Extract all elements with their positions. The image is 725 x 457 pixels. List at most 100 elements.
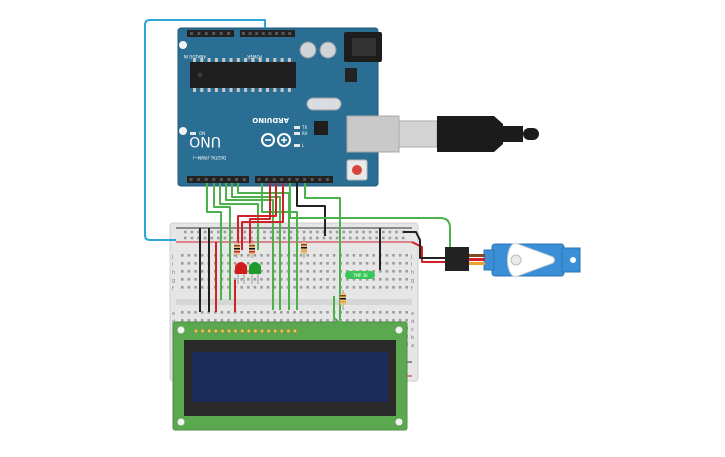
breadboard-hole [372, 270, 375, 273]
breadboard-hole [326, 254, 329, 257]
tx-led [294, 126, 300, 129]
breadboard-hole [392, 278, 395, 281]
rx-led [294, 132, 300, 135]
breadboard-hole [253, 311, 257, 314]
wire-red[interactable] [249, 183, 271, 250]
header-pin [265, 178, 269, 181]
breadboard-hole [227, 270, 230, 273]
l-label: L [302, 143, 305, 148]
chip-notch [197, 72, 203, 78]
wire-green[interactable] [213, 183, 231, 300]
wire-green[interactable] [333, 296, 345, 327]
temperature-sensor[interactable]: TMP 36 [345, 271, 375, 279]
breadboard-hole [280, 278, 283, 281]
resistor[interactable] [301, 238, 307, 258]
servo-lead-red [469, 258, 485, 261]
wire-green[interactable] [206, 183, 222, 300]
rail-hole [335, 230, 339, 234]
top-header-pins [190, 32, 292, 35]
resistor[interactable] [249, 240, 255, 258]
rail-hole [289, 236, 293, 240]
rail-hole [375, 230, 378, 234]
wire-green[interactable] [261, 183, 298, 310]
chip-pin [258, 88, 262, 92]
breadboard-hole [273, 254, 276, 257]
breadboard-hole [233, 311, 237, 314]
rail-hole [250, 230, 253, 234]
rail-hole [263, 236, 266, 240]
breadboard-hole [187, 254, 191, 257]
wire-black[interactable] [403, 231, 445, 259]
wire-blue[interactable] [144, 19, 266, 241]
breadboard-hole [181, 278, 184, 281]
wire-green[interactable] [289, 183, 451, 247]
arduino-mount-hole [179, 41, 187, 49]
breadboard-hole [266, 311, 270, 314]
header-pin [219, 32, 223, 35]
breadboard-hole [194, 286, 197, 289]
header-pin [189, 178, 193, 181]
rail-hole [190, 230, 194, 234]
rail-hole [302, 230, 306, 234]
reset-button[interactable] [352, 165, 362, 175]
servo-horn[interactable] [507, 242, 555, 278]
resistor[interactable] [340, 290, 346, 310]
breadboard-hole [306, 319, 309, 322]
rail-hole [276, 236, 279, 240]
breadboard-hole [326, 286, 329, 289]
digital-header-high [255, 176, 333, 183]
breadboard-hole [313, 319, 316, 322]
red-led[interactable] [235, 262, 247, 284]
resistor[interactable] [234, 240, 240, 258]
wire-green[interactable] [304, 183, 341, 320]
crystal [306, 97, 342, 111]
chip-pin [229, 58, 233, 62]
usb-cable[interactable] [346, 115, 539, 153]
rail-hole [355, 230, 359, 234]
breadboard-hole [405, 286, 408, 289]
lcd-pin [266, 328, 271, 334]
wires [144, 19, 451, 327]
breadboard-hole [273, 286, 276, 289]
lcd-mount-hole [395, 326, 403, 334]
rail-hole [316, 230, 319, 234]
wire-green[interactable] [219, 183, 259, 250]
header-pin [227, 178, 231, 181]
row-letter: g [172, 278, 175, 284]
rail-hole [210, 236, 213, 240]
header-pin [212, 178, 216, 181]
breadboard-hole [365, 278, 369, 281]
green-led[interactable] [249, 262, 261, 284]
breadboard-hole [306, 262, 309, 265]
arduino-uno-board[interactable]: ANALOG IN POWER UNO ARDUINO ON TX [177, 27, 382, 187]
breadboard-hole [266, 278, 270, 281]
chip-pin [193, 88, 196, 92]
breadboard-hole [365, 286, 369, 289]
wire-red[interactable] [411, 241, 445, 263]
wire-black[interactable] [296, 183, 326, 236]
wire-green[interactable] [237, 183, 290, 310]
wire-red[interactable] [241, 183, 284, 250]
breadboard-hole [346, 311, 349, 314]
wire-red[interactable] [237, 183, 277, 250]
rail-hole [243, 230, 246, 234]
wire-green[interactable] [231, 183, 281, 310]
rail-hole [322, 230, 326, 234]
breadboard-hole [398, 270, 402, 273]
lcd-pin [273, 328, 278, 334]
servo-motor[interactable] [445, 242, 581, 278]
header-pin [190, 32, 193, 35]
wire-green[interactable] [225, 183, 274, 310]
rail-hole [217, 236, 220, 240]
breadboard-hole [194, 278, 197, 281]
row-letters-right: j i h g f e d c b a [410, 254, 414, 349]
chip-pin [207, 58, 211, 62]
breadboard-hole [385, 254, 389, 257]
lcd-pin [226, 328, 232, 334]
breadboard-hole [273, 278, 276, 281]
header-pin [268, 32, 272, 35]
rail-hole [382, 230, 385, 234]
lcd-module[interactable] [172, 321, 408, 431]
